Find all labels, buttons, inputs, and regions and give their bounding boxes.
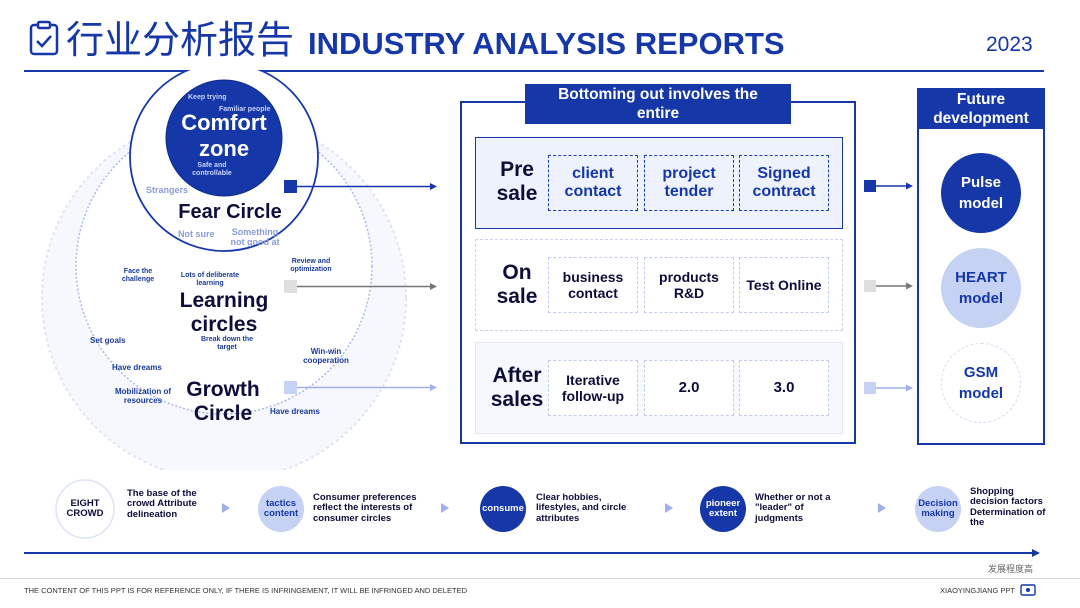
fear-title: Fear Circle <box>178 201 282 223</box>
row-on-sale <box>475 239 843 331</box>
step-arrow-3 <box>665 503 673 513</box>
fear-strangers: Strangers <box>146 185 189 195</box>
cell-test-online: Test Online <box>739 257 829 313</box>
learning-face-challenge: Face the challenge <box>121 268 155 283</box>
growth-set-goals: Set goals <box>90 336 126 345</box>
header-rule <box>24 70 1044 72</box>
growth-title-1: Growth <box>186 378 260 401</box>
step-circle-tactics-content: tactics content <box>258 486 304 532</box>
fear-not-good: Something not good at <box>230 227 280 247</box>
fear-not-sure: Not sure <box>178 229 215 239</box>
step-arrow-4 <box>878 503 886 513</box>
comfort-keep-trying: Keep trying <box>188 94 227 101</box>
marker-square-pre <box>284 180 297 193</box>
circles-diagram <box>41 70 407 470</box>
left-connector-arrows <box>284 180 437 394</box>
learning-deliberate: Lots of deliberate learning <box>180 272 240 287</box>
growth-have-dreams-left: Have dreams <box>112 363 162 372</box>
future-panel-header: Future development <box>917 88 1045 129</box>
clipboard-icon <box>28 20 60 56</box>
marker-square-after <box>284 381 297 394</box>
comfort-familiar-people: Familiar people <box>219 106 271 113</box>
cell-iterative-follow-up: Iterative follow-up <box>548 360 638 416</box>
row-label-pre-sale: Pre sale <box>496 158 538 205</box>
step-circle-pioneer-extent: pioneer extent <box>700 486 746 532</box>
marker-square-on <box>284 280 297 293</box>
row-label-after-sales: After sales <box>490 364 544 411</box>
step-circle-decision-making: Decision making <box>915 486 961 532</box>
cell-project-tender: project tender <box>644 155 734 211</box>
cell-signed-contract: Signed contract <box>739 155 829 211</box>
marker-square-gsm <box>864 382 876 394</box>
step-text-1: The base of the crowd Attribute delineat… <box>127 488 197 520</box>
page-title-cn: 行业分析报告 <box>66 18 295 62</box>
cell-version-3: 3.0 <box>739 360 829 416</box>
step-circle-consume: consume <box>480 486 526 532</box>
comfort-safe: Safe and controllable <box>192 162 232 177</box>
growth-mobilization: Mobilization of resources <box>115 387 171 405</box>
right-connector-arrows <box>864 180 913 394</box>
step-arrow-2 <box>441 503 449 513</box>
gsm-model-circle: GSM model <box>941 343 1021 423</box>
middle-panel-header: Bottoming out involves the entire <box>525 84 791 124</box>
growth-win-win: Win-win cooperation <box>303 347 349 365</box>
step-text-4: Whether or not a "leader" of judgments <box>755 492 831 524</box>
learning-title-2: circles <box>190 313 258 336</box>
row-pre-sale <box>475 137 843 229</box>
comfort-zone-circle <box>165 79 283 197</box>
heart-model-circle: HEART model <box>941 248 1021 328</box>
learning-break-down: Break down the target <box>200 336 254 351</box>
step-text-5: Shopping decision factors Determination … <box>970 486 1046 529</box>
step-arrow-1 <box>222 503 230 513</box>
marker-square-heart <box>864 280 876 292</box>
step-text-3: Clear hobbies, lifestyles, and circle at… <box>536 492 627 524</box>
marker-square-pulse <box>864 180 876 192</box>
step-circle-eight-crowd: EIGHT CROWD <box>62 486 108 532</box>
brand-logo-icon <box>1020 583 1036 596</box>
step-text-2: Consumer preferences reflect the interes… <box>313 492 417 524</box>
row-label-on-sale: On sale <box>496 261 538 308</box>
comfort-title-2: zone <box>198 136 250 161</box>
footer-disclaimer: THE CONTENT OF THIS PPT IS FOR REFERENCE… <box>24 586 467 595</box>
cell-client-contact: client contact <box>548 155 638 211</box>
growth-title-2: Circle <box>193 402 253 425</box>
growth-have-dreams-right: Have dreams <box>270 407 320 416</box>
comfort-title-1: Comfort <box>181 110 267 135</box>
axis-label: 发展程度高 <box>988 565 1034 575</box>
cell-products-rd: products R&D <box>644 257 734 313</box>
footer-rule <box>0 578 1080 579</box>
cell-business-contact: business contact <box>548 257 638 313</box>
pulse-model-circle: Pulse model <box>941 153 1021 233</box>
development-axis <box>24 549 1040 557</box>
learning-title-1: Learning <box>179 289 269 312</box>
cell-version-2: 2.0 <box>644 360 734 416</box>
year-label: 2023 <box>986 33 1033 56</box>
footer-brand: XIAOYINGJIANG PPT <box>940 586 1016 595</box>
page-title-en: INDUSTRY ANALYSIS REPORTS <box>308 26 785 61</box>
learning-review: Review and optimization <box>290 258 332 273</box>
